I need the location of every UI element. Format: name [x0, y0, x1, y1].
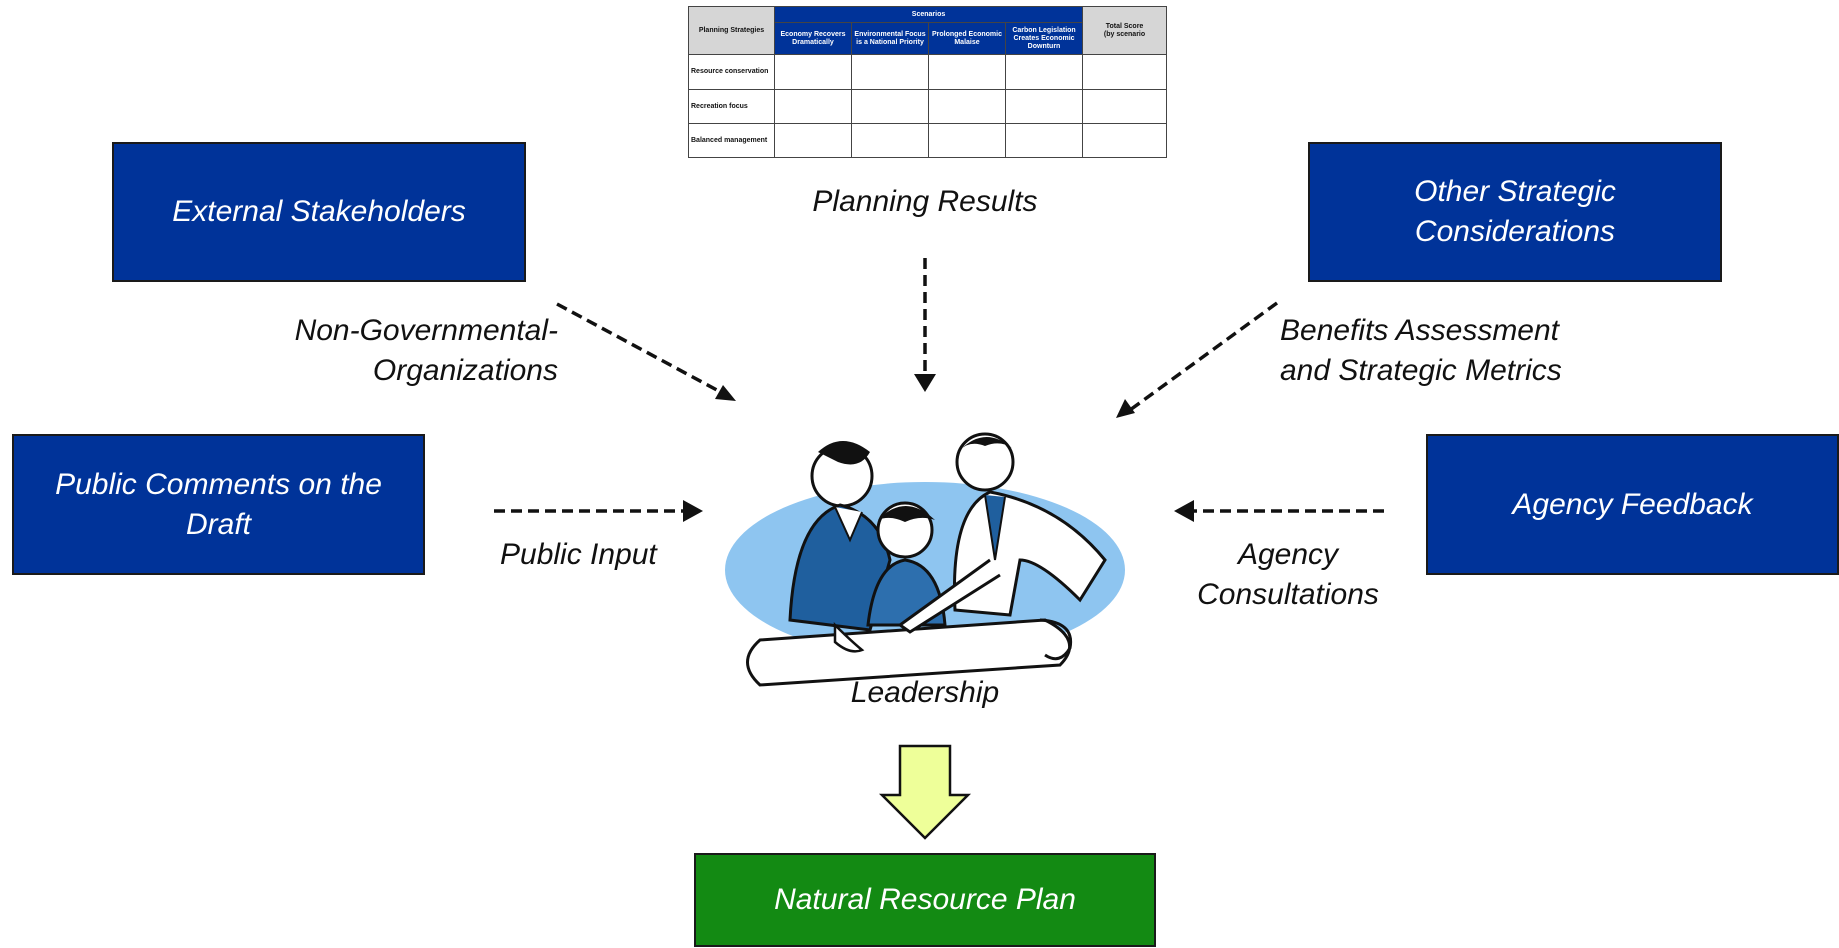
table-col-prolonged-malaise: Prolonged Economic Malaise: [928, 22, 1006, 55]
people-around-map-clipart-icon: [725, 432, 1125, 687]
ngo-label: Non-Governmental-Organizations: [294, 314, 558, 387]
down-arrow-icon: [878, 744, 972, 840]
table-row-resource-conservation: Resource conservation: [688, 54, 775, 90]
arrow-benefits: [1128, 301, 1279, 412]
table-col-carbon-legislation: Carbon Legislation Creates Economic Down…: [1004, 22, 1084, 55]
leadership-label: Leadership: [850, 676, 1000, 709]
table-header-planning-strategies: Planning Strategies: [688, 6, 775, 55]
table-row-recreation-focus: Recreation focus: [688, 89, 775, 124]
agency-feedback-box: Agency Feedback: [1426, 434, 1839, 575]
table-row-balanced-management: Balanced management: [688, 123, 775, 158]
natural-resource-plan-box: Natural Resource Plan: [694, 853, 1156, 947]
arrow-ngo: [556, 302, 729, 398]
planning-results-table: Planning Strategies Scenarios Total Scor…: [688, 6, 1168, 158]
arrowhead-planning-results: [914, 374, 936, 392]
arrowhead-ngo: [715, 385, 736, 401]
table-col-environmental-focus: Environmental Focus is a National Priori…: [851, 22, 929, 55]
public-input-label: Public Input: [500, 538, 657, 571]
arrowhead-agency-consultations: [1174, 500, 1194, 522]
external-stakeholders-box: External Stakeholders: [112, 142, 526, 282]
arrowhead-public-input: [683, 500, 703, 522]
planning-results-label: Planning Results: [812, 185, 1038, 218]
table-header-total-score: Total Score(by scenario: [1082, 6, 1168, 55]
arrowhead-benefits: [1116, 399, 1135, 418]
